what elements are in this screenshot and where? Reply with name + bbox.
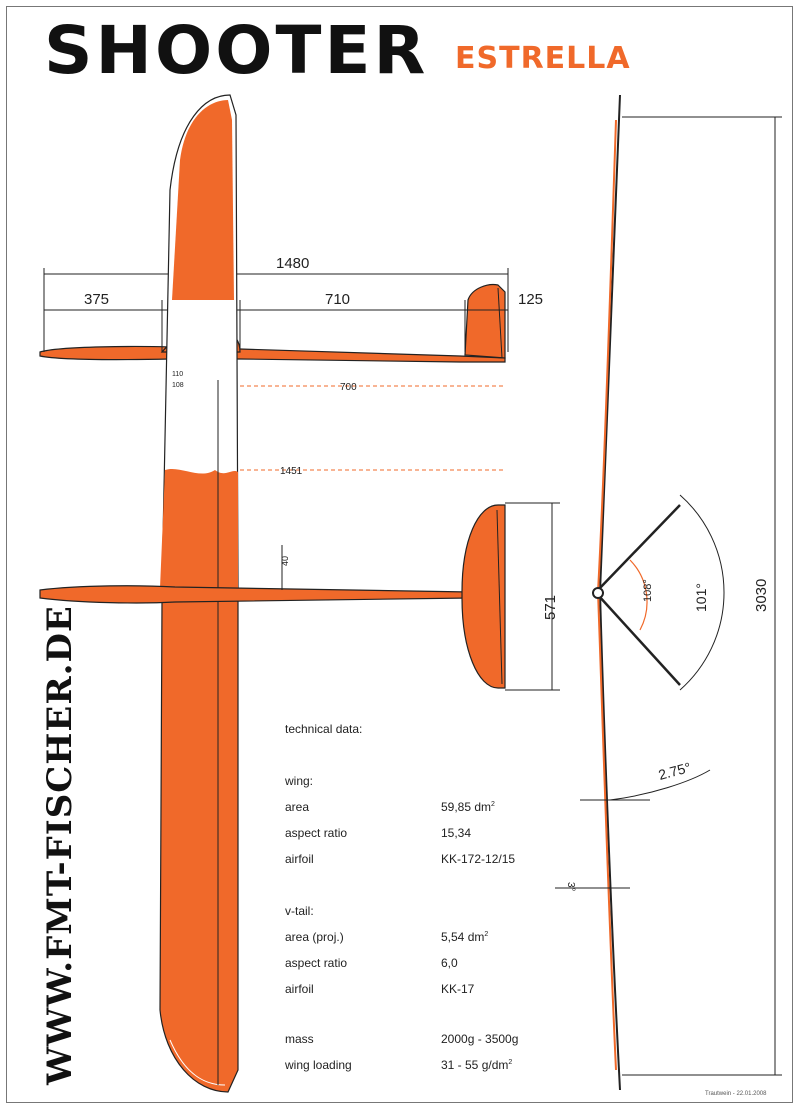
dim-nose: 375: [84, 291, 109, 308]
dim-tail-boom: 710: [325, 291, 350, 308]
dim-tip: 3°: [565, 882, 576, 892]
top-view: 571 700 1451 110 108 40: [39, 94, 560, 1093]
sheet-border: [6, 6, 793, 1103]
dim-vtail-inner: 108°: [642, 579, 654, 602]
dim-700: 700: [340, 382, 357, 393]
dim-dihedral: 2.75°: [657, 759, 693, 783]
dim-fuselage-40: 40: [280, 556, 290, 566]
side-view: 1480 375 240 710 125: [39, 255, 543, 363]
dim-110: 110: [172, 371, 183, 378]
dim-tail-chord: 125: [518, 291, 543, 308]
dim-108: 108: [172, 382, 184, 389]
dim-vtail-angle: 101°: [693, 583, 709, 612]
front-view: 101° 108° 3030 2.75° 3°: [555, 94, 782, 1091]
dim-overall-length: 1480: [276, 255, 309, 272]
model-title: SHOOTER: [44, 12, 429, 89]
dim-half-span: 1451: [280, 466, 303, 477]
model-subtitle: ESTRELLA: [455, 41, 631, 76]
dim-tail-span: 571: [542, 595, 559, 620]
dim-wingspan: 3030: [753, 579, 770, 612]
drawing-date: Trautwein - 22.01.2008: [705, 1091, 767, 1097]
